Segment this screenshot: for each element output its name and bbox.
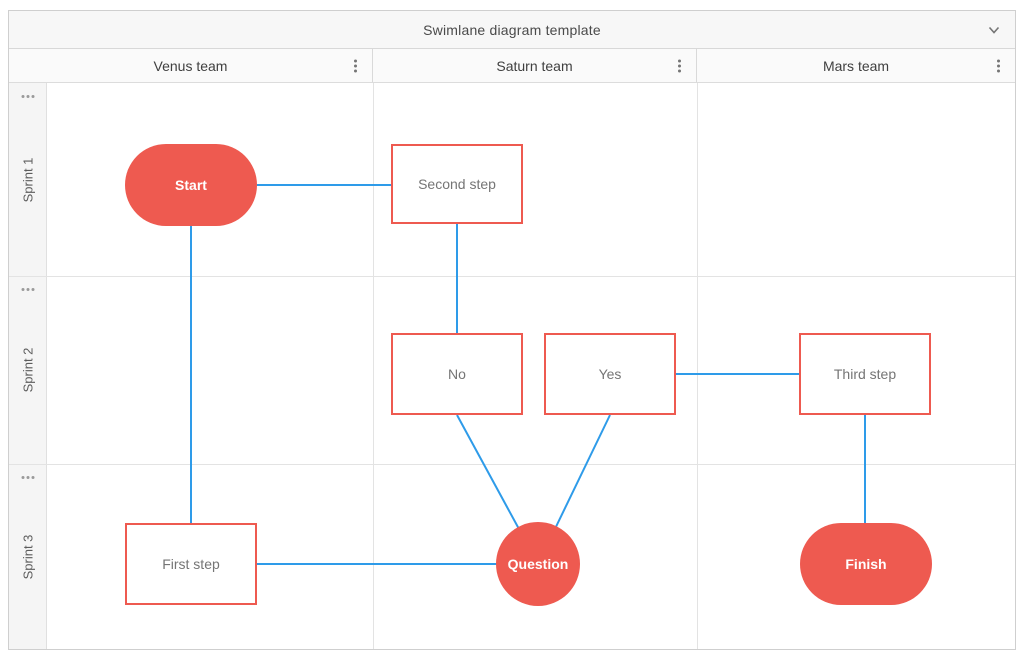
node-label: Finish (845, 556, 887, 572)
node-label: Question (507, 556, 569, 572)
row-header-sprint-3[interactable]: Sprint 3 (9, 464, 47, 649)
column-header-mars[interactable]: Mars team (697, 49, 1015, 82)
column-header-label: Saturn team (496, 57, 573, 74)
diagram-title: Swimlane diagram template (423, 21, 601, 38)
column-header-saturn[interactable]: Saturn team (373, 49, 697, 82)
kebab-menu-icon[interactable] (352, 57, 359, 74)
node-label: First step (162, 556, 220, 572)
row-header-sprint-1[interactable]: Sprint 1 (9, 83, 47, 276)
node-third-step[interactable]: Third step (799, 333, 931, 415)
column-header-label: Venus team (153, 57, 228, 74)
row-headers: Sprint 1 Sprint 2 Sprint 3 (9, 83, 47, 649)
sprint-divider (9, 464, 1015, 465)
node-question[interactable]: Question (496, 522, 580, 606)
lane-divider (697, 83, 698, 649)
diagram-title-bar: Swimlane diagram template (9, 11, 1015, 49)
node-yes[interactable]: Yes (544, 333, 676, 415)
column-header-label: Mars team (822, 57, 890, 74)
node-first-step[interactable]: First step (125, 523, 257, 605)
node-label: Start (175, 177, 207, 193)
column-header-venus[interactable]: Venus team (9, 49, 373, 82)
node-second-step[interactable]: Second step (391, 144, 523, 224)
connector-lines (190, 184, 866, 565)
node-label: No (448, 366, 466, 382)
kebab-menu-icon[interactable] (995, 57, 1002, 74)
node-label: Second step (418, 176, 496, 192)
node-label: Yes (598, 366, 622, 382)
lane-divider (373, 83, 374, 649)
node-no[interactable]: No (391, 333, 523, 415)
column-headers: Venus team Saturn team Mars team (9, 49, 1015, 83)
node-label: Third step (833, 366, 897, 382)
sprint-divider (9, 276, 1015, 277)
ellipsis-menu-icon[interactable] (20, 93, 37, 100)
chevron-down-icon[interactable] (987, 23, 1001, 37)
diagram-grid: Sprint 1 Sprint 2 Sprint 3 (9, 83, 1015, 649)
ellipsis-menu-icon[interactable] (20, 286, 37, 293)
swimlane-diagram: Swimlane diagram template Venus team Sat… (8, 10, 1016, 650)
node-finish[interactable]: Finish (800, 523, 932, 605)
kebab-menu-icon[interactable] (676, 57, 683, 74)
ellipsis-menu-icon[interactable] (20, 474, 37, 481)
row-header-sprint-2[interactable]: Sprint 2 (9, 276, 47, 464)
node-start[interactable]: Start (125, 144, 257, 226)
